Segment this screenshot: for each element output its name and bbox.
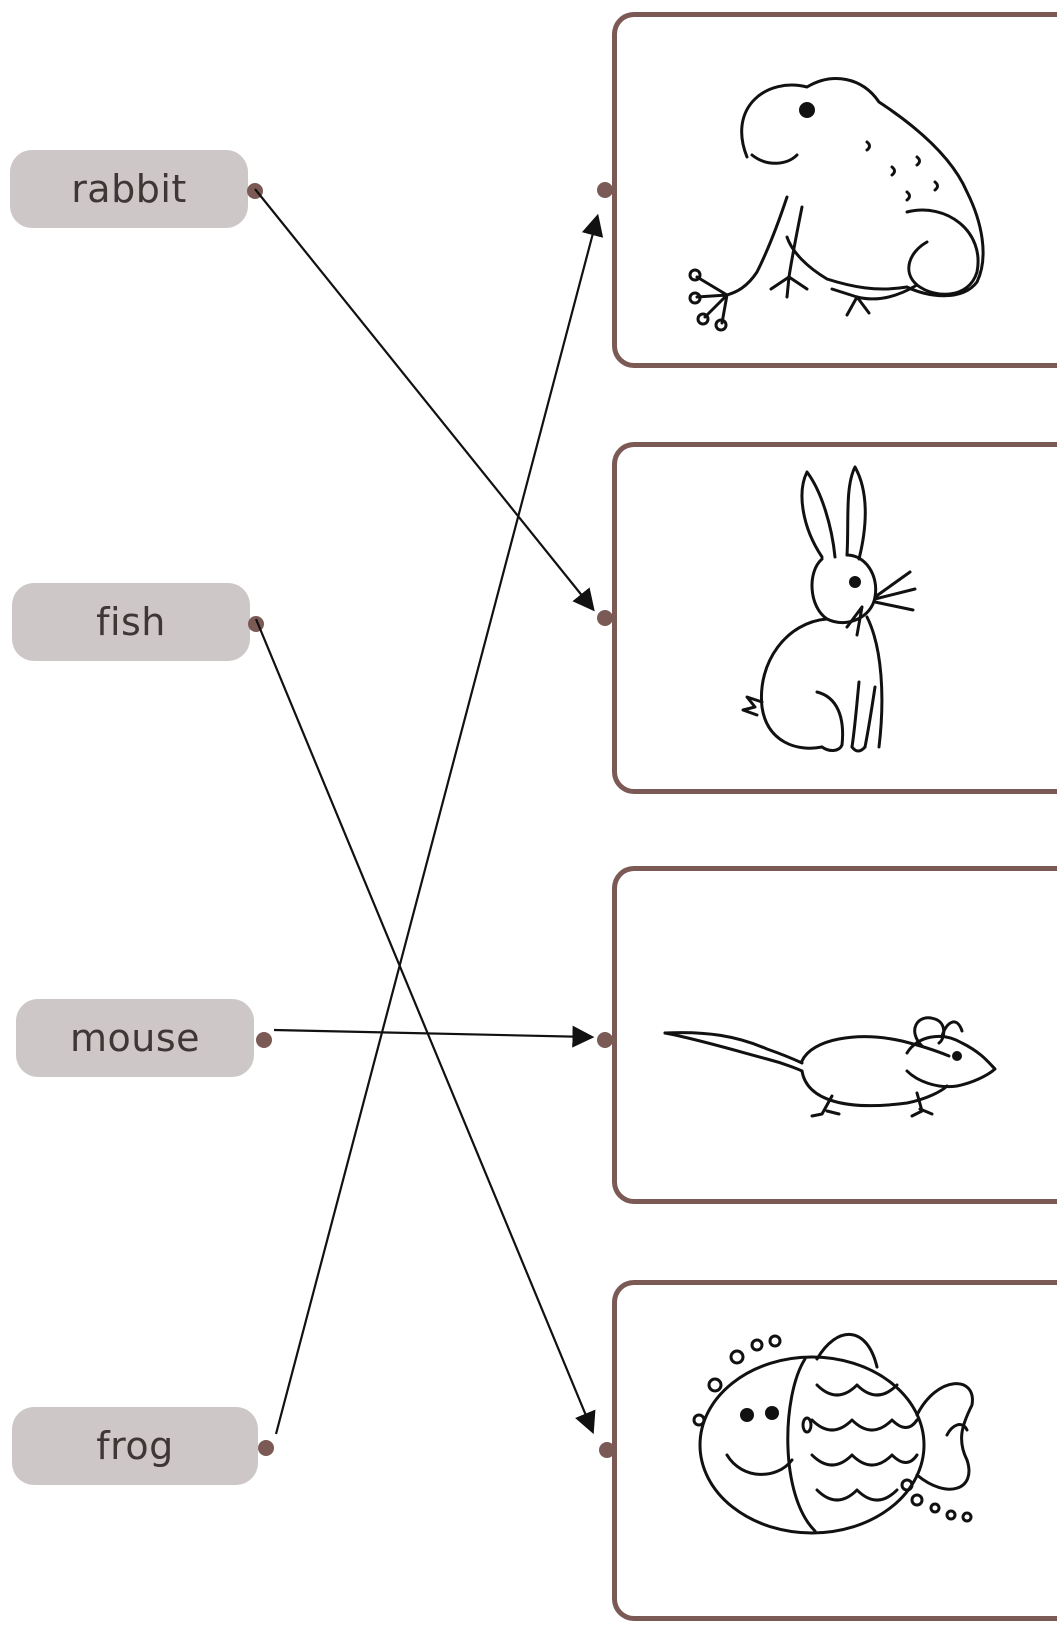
rabbit-icon [741,465,917,753]
picture-card-mouse [612,866,1057,1204]
word-label-fish[interactable]: fish [12,583,250,661]
picture-connector-frog[interactable] [597,182,613,198]
fish-icon [692,1332,974,1535]
mouse-icon [663,1016,997,1118]
picture-card-rabbit [612,442,1057,794]
picture-card-fish [612,1280,1057,1621]
word-label-rabbit[interactable]: rabbit [10,150,248,228]
picture-connector-fish[interactable] [599,1442,615,1458]
picture-connector-mouse[interactable] [597,1032,613,1048]
word-connector-fish[interactable] [248,616,264,632]
frog-icon [688,77,985,332]
match-line-mouse [273,1025,595,1048]
word-label-mouse[interactable]: mouse [16,999,254,1077]
match-line-fish [254,618,596,1435]
match-line-frog [274,213,604,1435]
word-connector-rabbit[interactable] [247,183,263,199]
word-connector-frog[interactable] [258,1440,274,1456]
word-label-frog[interactable]: frog [12,1407,258,1485]
picture-card-frog [612,12,1057,368]
match-line-rabbit [254,188,595,612]
picture-connector-rabbit[interactable] [597,610,613,626]
word-connector-mouse[interactable] [256,1032,272,1048]
